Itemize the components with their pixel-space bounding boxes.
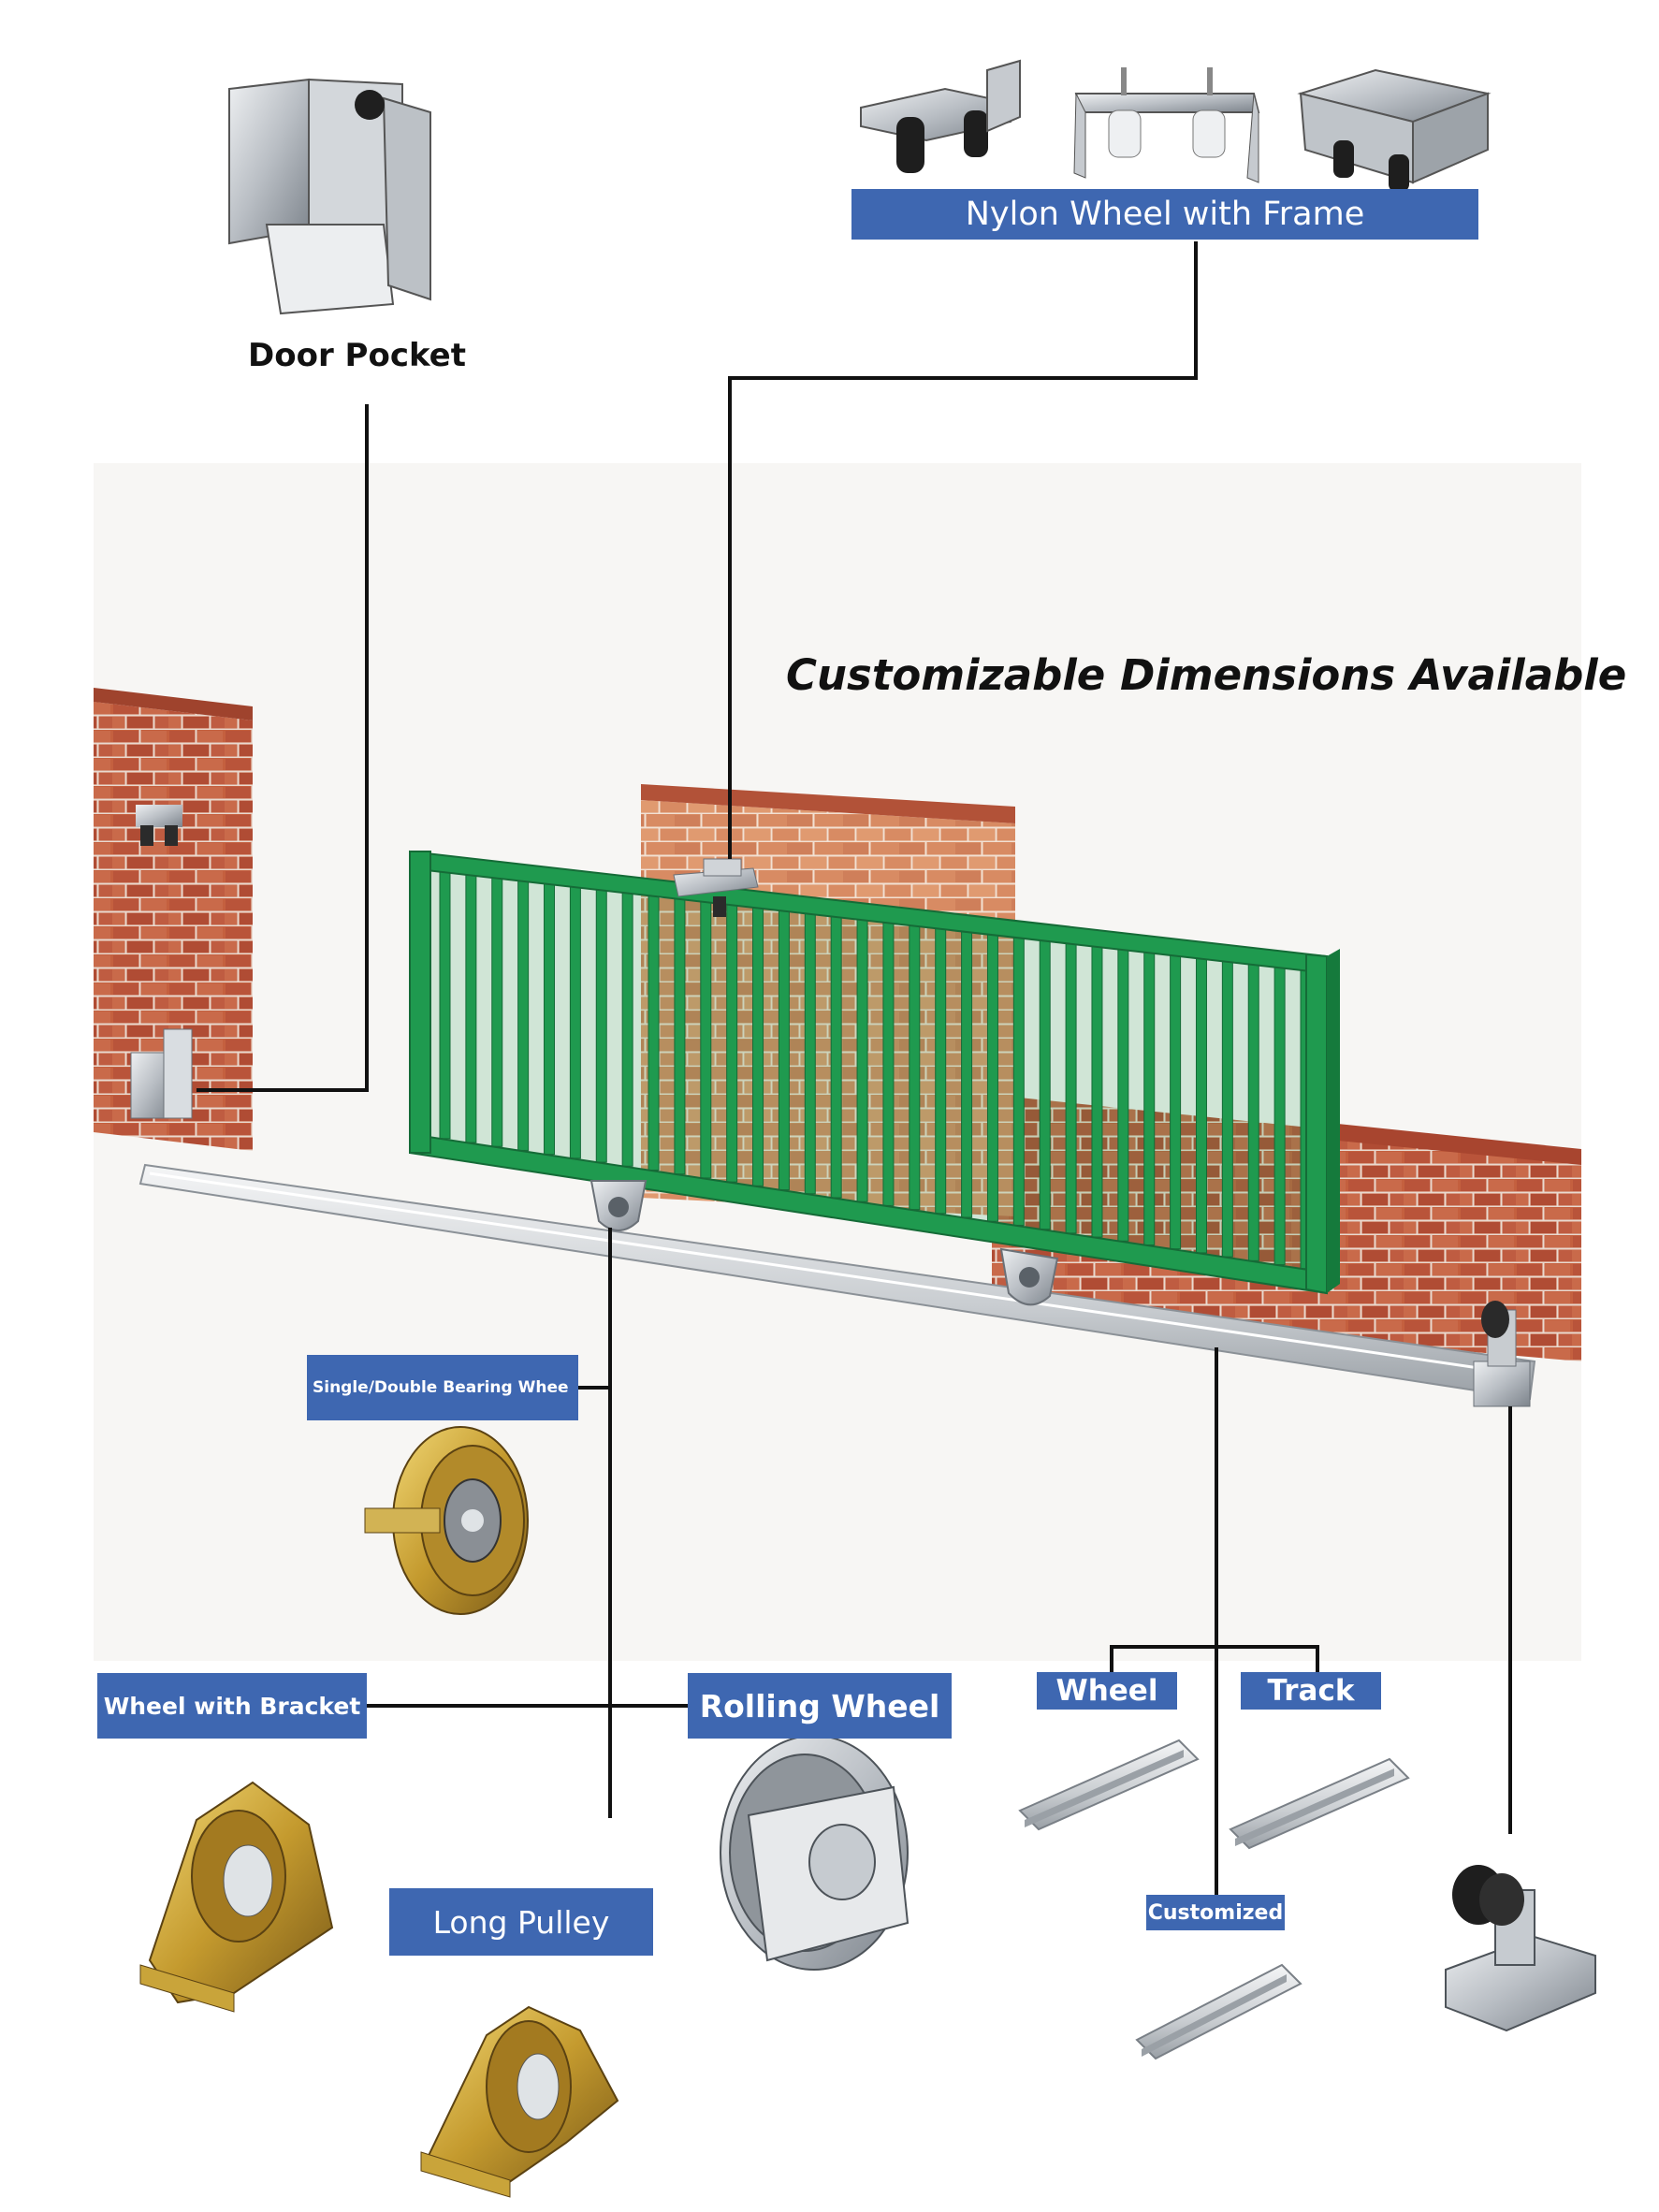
wheel-with-bracket-icon (139, 1781, 334, 2013)
connector-wheel-track (1110, 1645, 1319, 1680)
gate-bar (1143, 952, 1156, 1246)
gate-bar (1117, 948, 1129, 1242)
gate-bar (961, 930, 973, 1218)
gate-bar (726, 904, 738, 1183)
gate-bar (648, 895, 660, 1171)
nylon-wheel-frame-icon (860, 59, 1021, 173)
gate-stopper-icon (1445, 1865, 1596, 2032)
rolling-wheel-icon (720, 1735, 910, 1971)
gate-top-guide-roller (673, 858, 759, 917)
gate-bar (830, 915, 842, 1199)
gate-bar (544, 882, 556, 1156)
gate-bar (909, 924, 921, 1211)
left-brick-pillar (94, 688, 253, 1151)
pillar-door-pocket (130, 1028, 193, 1119)
gate-bar (856, 919, 868, 1202)
wheel-label: Wheel (1037, 1672, 1177, 1710)
track-label: Track (1241, 1672, 1381, 1710)
gate-bar (882, 922, 895, 1206)
gate-bar (1195, 957, 1207, 1254)
gate-bar (674, 897, 686, 1175)
gate-bar (491, 877, 503, 1147)
gate-bar (621, 892, 633, 1167)
gate-bar (1247, 963, 1259, 1261)
gate-bar (804, 912, 816, 1195)
gate-bar (1039, 939, 1051, 1230)
nylon-wheel-frame-icon-3 (1297, 68, 1492, 192)
gate-bar (595, 889, 607, 1163)
track-icon-customized (1135, 1963, 1302, 2060)
customized-label: Customized (1146, 1895, 1285, 1930)
bearing-wheel-icon (364, 1426, 529, 1615)
gate-wheel-left (589, 1180, 648, 1231)
bearing-wheel-label: Single/Double Bearing Whee (307, 1355, 578, 1420)
gate-bar (1091, 945, 1103, 1238)
track-icon-wheel (1018, 1739, 1200, 1831)
long-pulley-icon (420, 2005, 619, 2198)
gate-wheel-right (999, 1247, 1059, 1306)
gate-bar (778, 910, 790, 1191)
headline: Customizable Dimensions Available (786, 650, 1627, 700)
rolling-wheel-label: Rolling Wheel (688, 1673, 952, 1739)
gate-bar (752, 907, 764, 1186)
nylon-wheel-frame-icon-2 (1073, 67, 1260, 183)
gate-bar (465, 874, 477, 1143)
gate-bar (986, 934, 998, 1222)
gate-bar (517, 880, 530, 1151)
door-pocket-label: Door Pocket (248, 337, 466, 374)
back-brick-wall (992, 1095, 1581, 1361)
long-pulley-label: Long Pulley (389, 1888, 653, 1956)
pillar-guide-roller (136, 805, 182, 846)
track-end-stopper (1473, 1301, 1531, 1407)
gate-bar (1170, 954, 1182, 1250)
wheel-with-bracket-label: Wheel with Bracket (97, 1673, 367, 1739)
gate-bar (1221, 960, 1233, 1258)
track-icon-track (1229, 1757, 1410, 1850)
gate-bar (935, 927, 947, 1215)
gate-bar (439, 871, 451, 1140)
gate-bar (569, 886, 581, 1159)
nylon-wheel-frame-label: Nylon Wheel with Frame (851, 189, 1478, 240)
door-pocket-icon (228, 78, 431, 315)
gate-bar (1012, 937, 1025, 1226)
connector-lines (196, 241, 1512, 1895)
gate-bar (700, 901, 712, 1179)
gate-bar (1273, 967, 1286, 1266)
connector-nylon-wheel (728, 241, 1198, 859)
gate-bar (1065, 942, 1077, 1234)
connector-door-pocket (196, 404, 369, 1092)
